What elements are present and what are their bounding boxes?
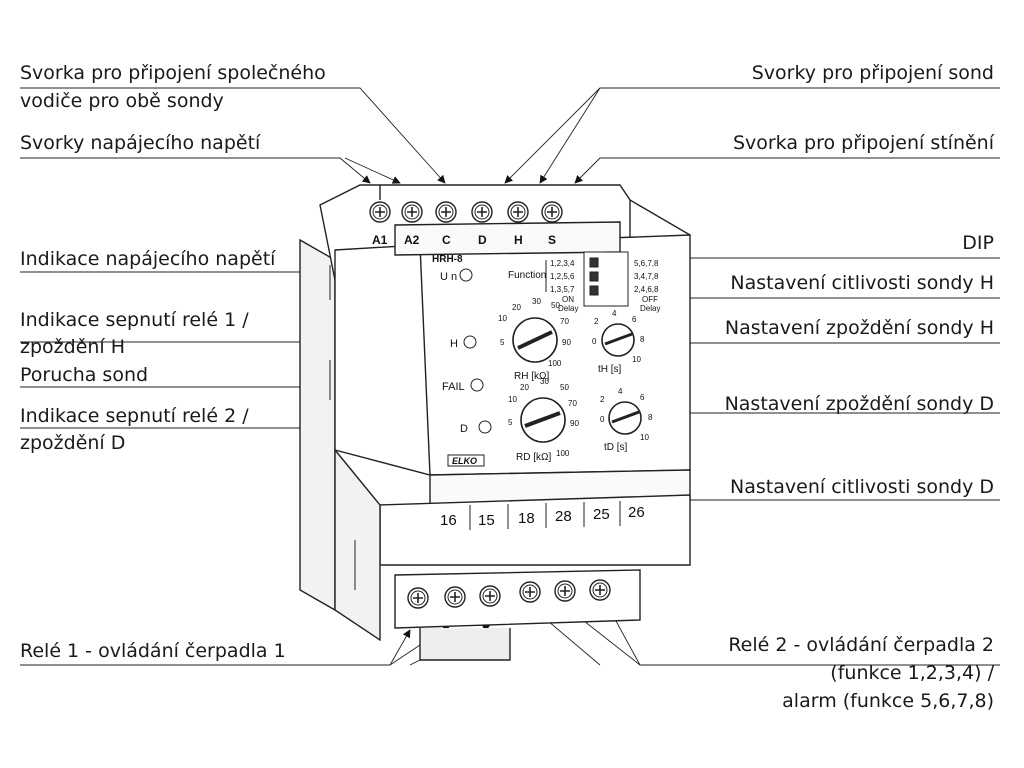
model-label: HRH-8 bbox=[432, 254, 463, 265]
svg-text:Delay: Delay bbox=[558, 304, 578, 313]
svg-text:6: 6 bbox=[632, 315, 637, 324]
callout-delay-d: Nastavení zpoždění sondy D bbox=[724, 393, 994, 415]
svg-text:100: 100 bbox=[556, 449, 570, 458]
callout-probe-terminals: Svorky pro připojení sond bbox=[751, 62, 994, 84]
rd-knob bbox=[520, 397, 566, 443]
bottom-terminal-labels: 16 15 18 28 25 26 bbox=[440, 504, 645, 529]
top-terminal-labels: A1 A2 C D H S bbox=[372, 233, 556, 247]
svg-text:20: 20 bbox=[520, 383, 529, 392]
led-fail-label: FAIL bbox=[442, 381, 465, 393]
callout-relay1-pump: Relé 1 - ovládání čerpadla 1 bbox=[20, 640, 286, 662]
svg-text:6: 6 bbox=[640, 393, 645, 402]
svg-text:8: 8 bbox=[648, 413, 653, 422]
svg-text:ON: ON bbox=[562, 295, 574, 304]
svg-text:50: 50 bbox=[560, 383, 569, 392]
svg-text:A2: A2 bbox=[404, 233, 420, 247]
rh-knob bbox=[512, 317, 558, 363]
svg-text:0: 0 bbox=[592, 337, 597, 346]
brand-logo: ELKO bbox=[452, 456, 477, 466]
led-un bbox=[459, 268, 473, 282]
svg-text:C: C bbox=[442, 233, 451, 247]
callout-relay1-indication-line2: zpoždění H bbox=[20, 336, 126, 358]
svg-text:Delay: Delay bbox=[640, 304, 660, 313]
callout-relay2-pump-line1: Relé 2 - ovládání čerpadla 2 bbox=[728, 634, 994, 656]
svg-text:A1: A1 bbox=[372, 233, 388, 247]
rh-label: RH [kΩ] bbox=[514, 371, 549, 382]
svg-text:D: D bbox=[478, 233, 487, 247]
svg-text:1,3,5,7: 1,3,5,7 bbox=[550, 285, 575, 294]
svg-text:5: 5 bbox=[508, 418, 513, 427]
svg-text:25: 25 bbox=[593, 506, 610, 523]
td-knob bbox=[608, 401, 642, 435]
svg-text:70: 70 bbox=[560, 317, 569, 326]
svg-text:30: 30 bbox=[532, 297, 541, 306]
svg-text:1,2,3,4: 1,2,3,4 bbox=[550, 259, 575, 268]
rd-label: RD [kΩ] bbox=[516, 452, 551, 463]
svg-text:3,4,7,8: 3,4,7,8 bbox=[634, 272, 659, 281]
dip-switch bbox=[583, 251, 629, 307]
led-un-label: U n bbox=[440, 271, 457, 283]
led-h bbox=[463, 335, 477, 349]
rh-scale: 5 10 20 30 50 70 90 100 bbox=[498, 297, 571, 368]
svg-text:1,2,5,6: 1,2,5,6 bbox=[550, 272, 575, 281]
led-fail bbox=[470, 378, 484, 392]
callout-delay-h: Nastavení zpoždění sondy H bbox=[724, 317, 994, 339]
svg-text:5: 5 bbox=[500, 338, 505, 347]
callout-dip: DIP bbox=[962, 232, 994, 254]
svg-text:16: 16 bbox=[440, 512, 457, 529]
svg-text:5,6,7,8: 5,6,7,8 bbox=[634, 259, 659, 268]
svg-text:10: 10 bbox=[640, 433, 649, 442]
svg-text:15: 15 bbox=[478, 512, 495, 529]
callout-common-conductor-line2: vodiče pro obě sondy bbox=[20, 90, 224, 112]
callout-sensitivity-h: Nastavení citlivosti sondy H bbox=[730, 272, 994, 294]
td-scale: 0 2 4 6 8 10 bbox=[600, 387, 653, 442]
th-knob bbox=[601, 323, 635, 357]
svg-text:28: 28 bbox=[555, 508, 572, 525]
svg-text:100: 100 bbox=[548, 359, 562, 368]
svg-text:S: S bbox=[548, 233, 556, 247]
rd-scale: 5 10 20 30 50 70 90 100 bbox=[508, 377, 579, 458]
callout-relay2-pump-line3: alarm (funkce 5,6,7,8) bbox=[782, 690, 994, 712]
callout-sensitivity-d: Nastavení citlivosti sondy D bbox=[730, 476, 994, 498]
svg-text:30: 30 bbox=[540, 377, 549, 386]
svg-text:18: 18 bbox=[518, 510, 535, 527]
front-panel: HRH-8 Function 1,2,3,4 1,2,5,6 1,3,5,7 5… bbox=[432, 251, 660, 467]
led-d-label: D bbox=[460, 423, 468, 435]
svg-text:0: 0 bbox=[600, 415, 605, 424]
svg-text:10: 10 bbox=[508, 395, 517, 404]
svg-text:2: 2 bbox=[600, 395, 605, 404]
svg-text:90: 90 bbox=[570, 419, 579, 428]
svg-text:2,4,6,8: 2,4,6,8 bbox=[634, 285, 659, 294]
svg-text:20: 20 bbox=[512, 303, 521, 312]
callout-relay2-indication-line1: Indikace sepnutí relé 2 / bbox=[20, 405, 249, 427]
svg-text:4: 4 bbox=[618, 387, 623, 396]
led-d bbox=[478, 420, 492, 434]
svg-text:8: 8 bbox=[640, 335, 645, 344]
callout-common-conductor-line1: Svorka pro připojení společného bbox=[20, 62, 326, 84]
callout-probe-fault: Porucha sond bbox=[20, 364, 149, 386]
svg-text:H: H bbox=[514, 233, 523, 247]
callout-supply-indication: Indikace napájecího napětí bbox=[20, 248, 276, 270]
callout-relay2-pump-line2: (funkce 1,2,3,4) / bbox=[830, 662, 994, 684]
bottom-terminal-dividers bbox=[469, 501, 621, 530]
led-h-label: H bbox=[450, 338, 458, 350]
callout-relay1-indication-line1: Indikace sepnutí relé 1 / bbox=[20, 309, 249, 331]
svg-text:10: 10 bbox=[632, 355, 641, 364]
svg-text:26: 26 bbox=[628, 504, 645, 521]
callout-supply-terminals: Svorky napájecího napětí bbox=[20, 132, 261, 154]
svg-text:OFF: OFF bbox=[642, 295, 658, 304]
svg-text:50: 50 bbox=[551, 301, 560, 310]
callout-relay2-indication-line2: zpoždění D bbox=[20, 432, 126, 454]
td-label: tD [s] bbox=[604, 442, 628, 453]
svg-text:2: 2 bbox=[594, 317, 599, 326]
svg-text:10: 10 bbox=[498, 314, 507, 323]
svg-text:4: 4 bbox=[612, 309, 617, 318]
svg-text:90: 90 bbox=[562, 338, 571, 347]
function-label: Function bbox=[508, 270, 546, 281]
callout-shield-terminal: Svorka pro připojení stínění bbox=[732, 132, 994, 154]
th-label: tH [s] bbox=[598, 364, 622, 375]
svg-text:70: 70 bbox=[568, 399, 577, 408]
th-scale: 0 2 4 6 8 10 bbox=[592, 309, 645, 364]
